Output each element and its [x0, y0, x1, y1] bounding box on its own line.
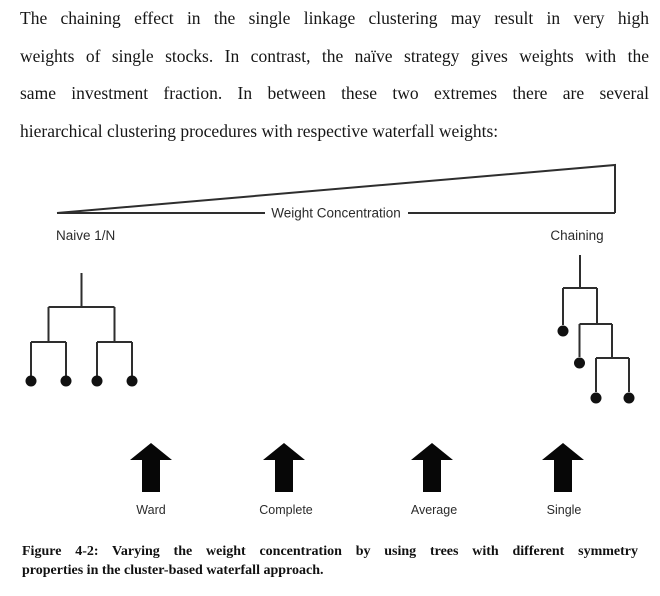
paragraph-line: weights of single stocks. In contrast, t…: [20, 45, 649, 66]
dendrogram-leaf-dot: [623, 392, 635, 404]
weight-concentration-label: Weight Concentration: [271, 206, 401, 221]
chained-dendrogram-branches: [562, 255, 630, 392]
dendrogram-leaf-dot: [590, 392, 602, 404]
naive-end-label: Naive 1/N: [56, 228, 115, 243]
paragraph-line: The chaining effect in the single linkag…: [20, 8, 649, 28]
dendrogram-leaf-dot: [91, 375, 103, 387]
method-label-average: Average: [411, 503, 457, 517]
balanced-dendrogram: [25, 273, 138, 387]
method-label-single: Single: [547, 503, 582, 517]
wedge-outline: [56, 163, 616, 214]
caption-line: Figure 4-2: Varying the weight concentra…: [22, 544, 638, 559]
dendrogram-leaf-dot: [574, 357, 585, 369]
chaining-end-label: Chaining: [550, 228, 603, 243]
up-arrow-icon: [542, 443, 584, 492]
figure-4-2-diagram: Weight Concentration Naive 1/N Chaining: [25, 163, 635, 517]
chained-dendrogram: [557, 255, 635, 404]
up-arrow-icon: [263, 443, 305, 492]
method-arrows: Ward Complete Average Single: [130, 443, 584, 517]
dendrogram-leaf-dot: [25, 375, 37, 387]
up-arrow-icon: [411, 443, 453, 492]
up-arrow-icon: [130, 443, 172, 492]
paragraph-line: hierarchical clustering procedures with …: [20, 120, 499, 141]
dendrogram-leaf-dot: [60, 375, 72, 387]
dendrogram-leaf-dot: [126, 375, 138, 387]
balanced-dendrogram-branches: [30, 273, 133, 376]
body-paragraph: The chaining effect in the single linkag…: [20, 0, 649, 150]
paragraph-line: same investment fraction. In between the…: [20, 83, 649, 104]
figure-caption: Figure 4-2: Varying the weight concentra…: [22, 543, 638, 580]
dendrogram-leaf-dot: [557, 325, 569, 337]
method-label-complete: Complete: [259, 503, 313, 517]
caption-line: properties in the cluster-based waterfal…: [22, 562, 324, 578]
method-label-ward: Ward: [136, 503, 165, 517]
